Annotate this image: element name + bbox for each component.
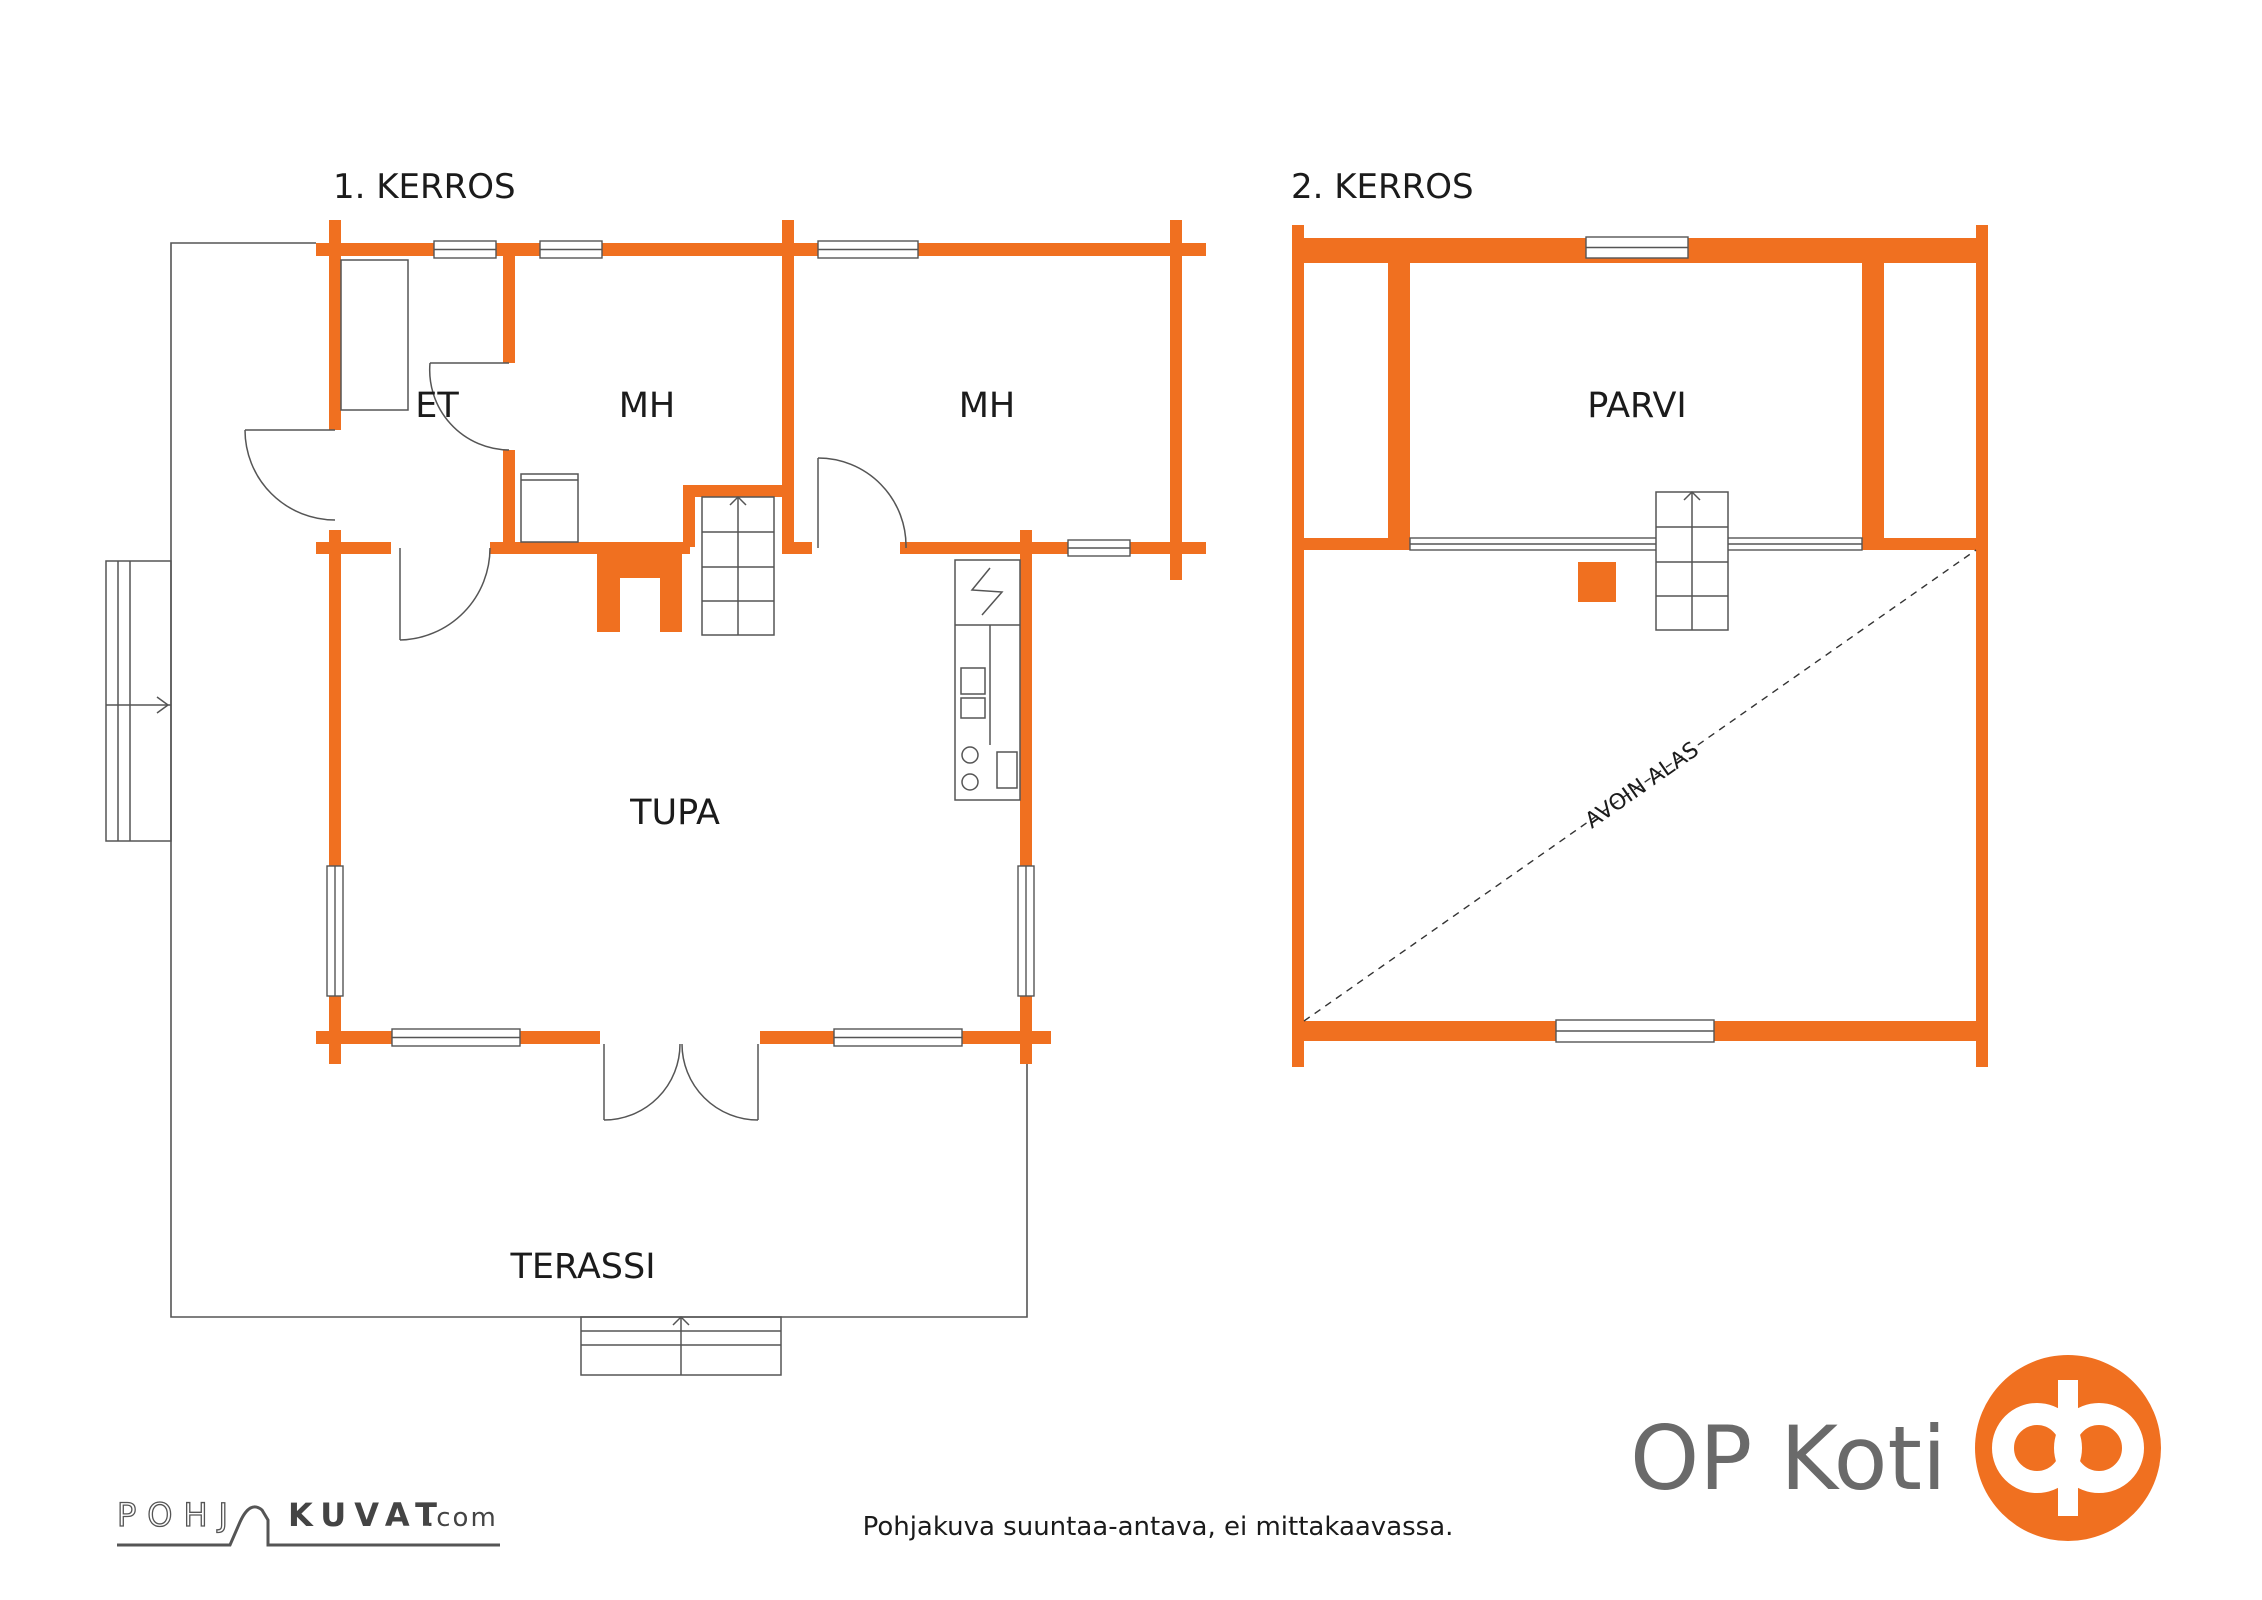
watermark-part-1: POHJ bbox=[117, 1496, 239, 1534]
fireplace bbox=[620, 578, 660, 632]
watermark-part-3: .com bbox=[426, 1503, 498, 1533]
first-floor-doors bbox=[244, 362, 907, 1121]
first-floor-stairs bbox=[701, 495, 775, 636]
op-logo-icon bbox=[1975, 1355, 2161, 1541]
second-floor-stairs bbox=[1655, 490, 1729, 631]
first-floor-windows bbox=[326, 240, 1131, 1047]
entry-closet bbox=[340, 259, 409, 411]
second-floor-title: 2. KERROS bbox=[1291, 167, 1474, 207]
brand-name: OP Koti bbox=[1630, 1407, 1946, 1510]
second-floor-windows bbox=[1555, 236, 1715, 1043]
room-label-mh-1: MH bbox=[619, 386, 676, 426]
disclaimer-note: Pohjakuva suuntaa-antava, ei mittakaavas… bbox=[863, 1512, 1454, 1542]
bedroom-cabinet bbox=[520, 473, 579, 543]
room-label-et: ET bbox=[415, 386, 459, 426]
second-floor-walls bbox=[1292, 225, 1988, 1067]
terrace-outline bbox=[170, 242, 1028, 1318]
first-floor-plan: ET MH MH TUPA TERASSI 1. KERROS bbox=[105, 167, 1206, 1376]
second-floor-plan: AVOIN ALAS PARVI 2. KERROS bbox=[1291, 167, 1988, 1067]
room-label-mh-2: MH bbox=[959, 386, 1016, 426]
front-steps bbox=[580, 1315, 782, 1376]
kitchen-counter bbox=[954, 559, 1021, 801]
watermark-part-2: KUVAT bbox=[288, 1496, 445, 1534]
first-floor-title: 1. KERROS bbox=[333, 167, 516, 207]
room-label-terassi: TERASSI bbox=[509, 1247, 655, 1287]
pohjakuvat-watermark: POHJ KUVAT .com bbox=[116, 1495, 500, 1547]
room-label-parvi: PARVI bbox=[1587, 386, 1686, 426]
watermark-underline bbox=[117, 1505, 500, 1547]
loft-railing bbox=[1409, 537, 1863, 551]
room-label-tupa: TUPA bbox=[629, 793, 720, 833]
side-bench bbox=[105, 560, 172, 842]
first-floor-walls bbox=[316, 220, 1206, 1064]
open-to-below-diagonal bbox=[1303, 549, 1977, 1022]
open-to-below-label: AVOIN ALAS bbox=[1581, 737, 1704, 833]
